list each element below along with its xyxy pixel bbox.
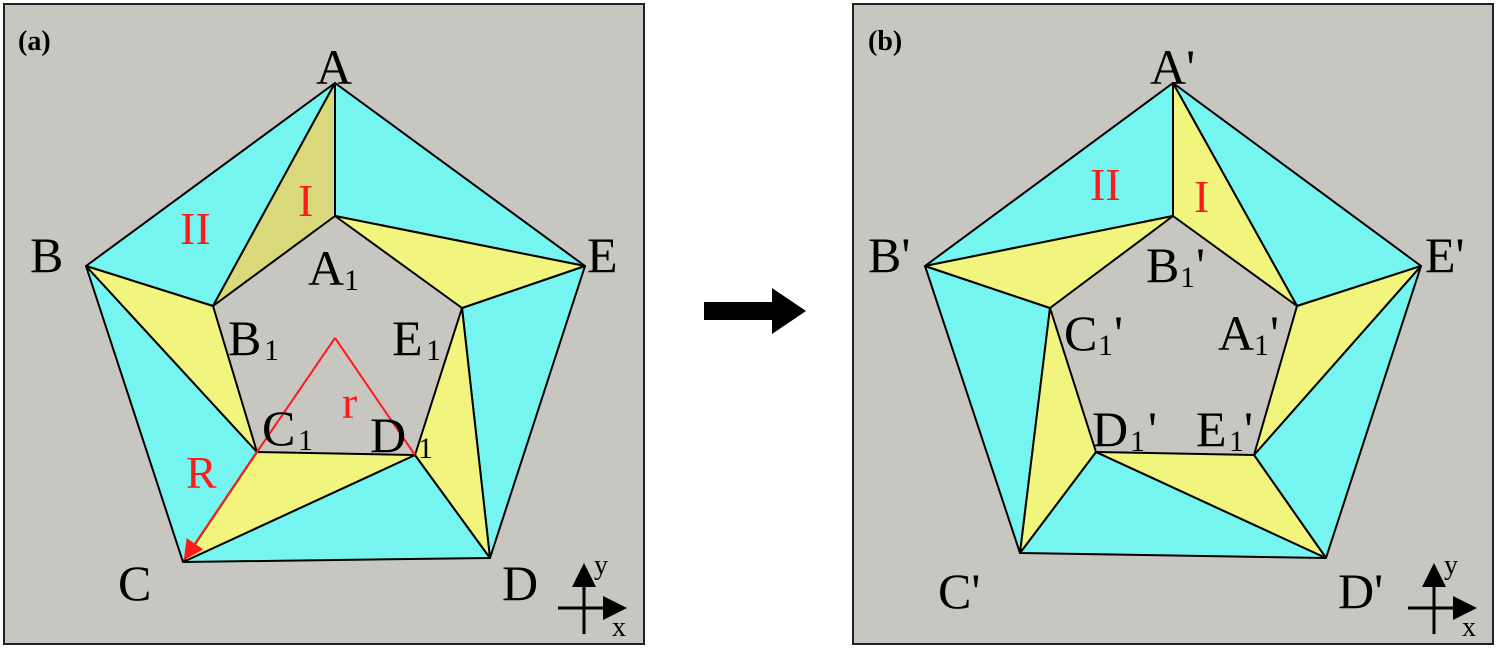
vertex-E-prime: E' bbox=[1425, 227, 1465, 283]
region-II-label: II bbox=[180, 203, 211, 254]
svg-text:A: A bbox=[1218, 305, 1254, 361]
panel-b-tag: (b) bbox=[868, 26, 902, 57]
panel-b-axes bbox=[1408, 563, 1477, 634]
svg-text:': ' bbox=[1196, 237, 1205, 293]
svg-text:1: 1 bbox=[344, 264, 359, 297]
svg-text:1: 1 bbox=[426, 334, 441, 367]
axis-y-label: y bbox=[594, 550, 608, 581]
svg-text:1: 1 bbox=[1098, 329, 1113, 362]
vertex-A-prime: A' bbox=[1150, 39, 1195, 95]
vertex-B: B bbox=[30, 227, 63, 283]
axis-x-label: x bbox=[612, 612, 626, 643]
region-I-label-b: I bbox=[1194, 171, 1209, 222]
svg-text:C: C bbox=[262, 400, 295, 456]
panel-a-radii bbox=[183, 337, 416, 561]
panel-a-axes bbox=[558, 563, 627, 634]
svg-text:A: A bbox=[308, 240, 344, 296]
svg-text:B: B bbox=[228, 310, 261, 366]
vertex-D-prime: D' bbox=[1338, 563, 1383, 619]
svg-text:1: 1 bbox=[1229, 425, 1244, 458]
svg-text:D: D bbox=[1092, 401, 1128, 457]
panel-a-tag: (a) bbox=[18, 26, 51, 57]
panel-a-yellow-triangles bbox=[85, 82, 586, 563]
panel-b-yellow-triangles bbox=[924, 82, 1422, 559]
svg-text:1: 1 bbox=[264, 334, 279, 367]
svg-text:': ' bbox=[1270, 305, 1279, 361]
axis-x-label-b: x bbox=[1462, 612, 1476, 643]
svg-text:': ' bbox=[1148, 401, 1157, 457]
vertex-C-prime: C' bbox=[938, 563, 980, 619]
svg-text:E: E bbox=[1196, 401, 1227, 457]
svg-text:B: B bbox=[1146, 237, 1179, 293]
axis-y-label-b: y bbox=[1444, 550, 1458, 581]
svg-text:1: 1 bbox=[1180, 261, 1195, 294]
radius-r-label: r bbox=[342, 377, 357, 428]
svg-text:1: 1 bbox=[298, 424, 313, 457]
svg-text:C: C bbox=[1064, 305, 1097, 361]
region-I-triangle bbox=[212, 82, 336, 307]
svg-text:1: 1 bbox=[1130, 425, 1145, 458]
vertex-E: E bbox=[587, 227, 618, 283]
svg-text:': ' bbox=[1114, 305, 1123, 361]
vertex-C: C bbox=[118, 555, 151, 611]
region-I-label: I bbox=[298, 175, 313, 226]
svg-text:1: 1 bbox=[1254, 329, 1269, 362]
vertex-A: A bbox=[316, 39, 352, 95]
svg-text:E: E bbox=[392, 310, 423, 366]
vertex-D: D bbox=[502, 555, 538, 611]
svg-text:1: 1 bbox=[418, 432, 433, 465]
right-arrow-icon bbox=[704, 288, 806, 334]
radius-R-label: R bbox=[186, 447, 217, 498]
vertex-B-prime: B' bbox=[868, 227, 910, 283]
region-II-label-b: II bbox=[1090, 159, 1121, 210]
svg-text:D: D bbox=[370, 407, 406, 463]
svg-text:': ' bbox=[1244, 401, 1253, 457]
